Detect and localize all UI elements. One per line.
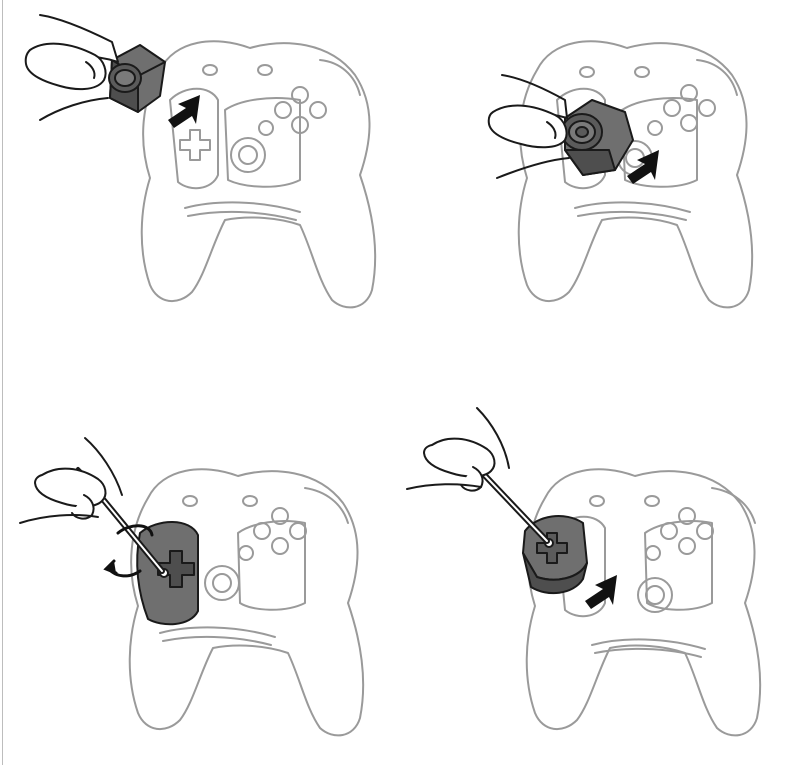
thumbstick-module-icon [562, 100, 633, 175]
step-1-illustration [0, 0, 398, 382]
hand-icon [407, 408, 509, 491]
controller-outline-icon [527, 469, 760, 735]
step-4-panel [397, 383, 795, 765]
push-arrow-icon [168, 95, 200, 128]
thumbstick-module-icon [109, 45, 165, 112]
step-1-panel [0, 0, 398, 382]
dpad-plate-icon [137, 522, 198, 624]
controller-outline-icon [142, 41, 375, 307]
step-2-illustration [397, 0, 795, 382]
step-4-illustration [397, 383, 795, 765]
step-3-illustration [0, 383, 398, 765]
hand-icon [489, 75, 569, 178]
push-arrow-icon [585, 575, 617, 609]
hand-icon [20, 438, 122, 523]
hand-icon [26, 15, 118, 120]
step-2-panel [397, 0, 795, 382]
step-3-panel [0, 383, 398, 765]
